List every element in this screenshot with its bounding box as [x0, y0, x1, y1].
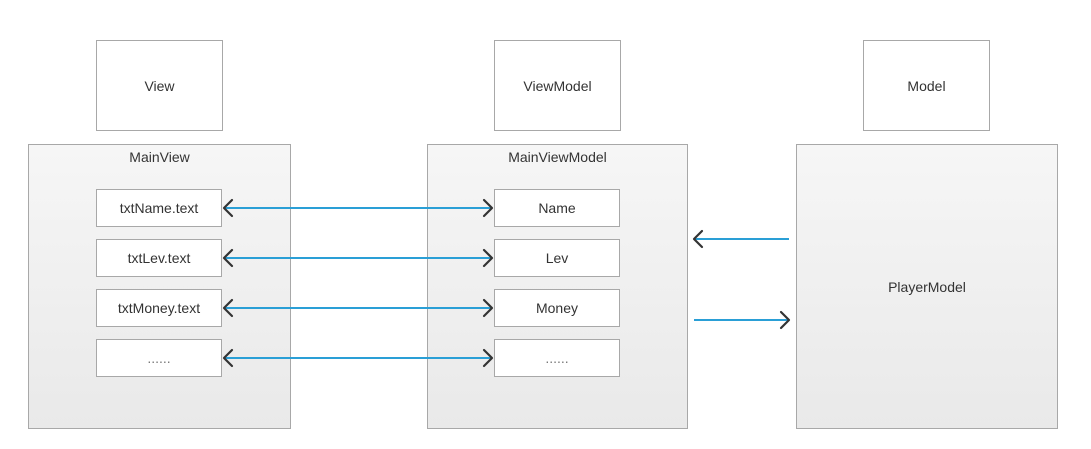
viewmodel-layer-label: ViewModel	[523, 77, 592, 94]
binding-connector-more	[222, 348, 494, 368]
binding-connector-name	[222, 198, 494, 218]
main-view-panel: MainView	[28, 144, 291, 429]
view-layer-label: View	[144, 77, 175, 94]
viewmodel-to-model-arrow	[694, 310, 791, 330]
binding-connector-lev	[222, 248, 494, 268]
binding-connector-money	[222, 298, 494, 318]
model-layer-box: Model	[863, 40, 990, 131]
viewmodel-layer-box: ViewModel	[494, 40, 621, 131]
view-field-name: txtName.text	[96, 189, 222, 227]
view-field-lev: txtLev.text	[96, 239, 222, 277]
viewmodel-field-name: Name	[494, 189, 620, 227]
view-field-more: ......	[96, 339, 222, 377]
main-view-model-title: MainViewModel	[508, 149, 607, 165]
viewmodel-field-money: Money	[494, 289, 620, 327]
main-view-title: MainView	[129, 149, 190, 165]
model-layer-label: Model	[907, 77, 946, 94]
model-to-viewmodel-arrow	[692, 229, 789, 249]
player-model-title: PlayerModel	[888, 278, 966, 295]
player-model-panel: PlayerModel	[796, 144, 1058, 429]
view-layer-box: View	[96, 40, 223, 131]
view-field-money: txtMoney.text	[96, 289, 222, 327]
viewmodel-field-lev: Lev	[494, 239, 620, 277]
viewmodel-field-more: ......	[494, 339, 620, 377]
